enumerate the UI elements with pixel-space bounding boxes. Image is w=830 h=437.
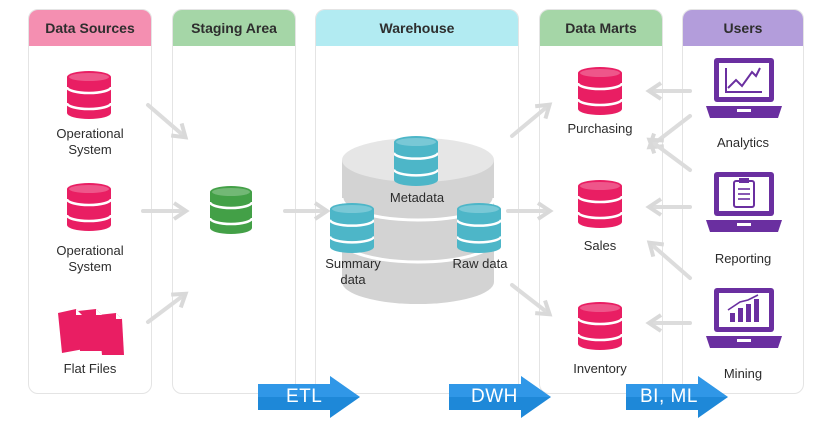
raw-data-label: Raw data <box>452 256 508 271</box>
source-db-2-icon <box>67 183 111 231</box>
laptop-bar-chart-icon <box>706 288 782 348</box>
source-db-1-icon <box>67 71 111 119</box>
bi-ml-banner-label: BI, ML <box>640 386 698 407</box>
etl-banner: ETL <box>258 374 362 420</box>
staging-area-header: Staging Area <box>173 10 295 46</box>
source-operational-system-1-label: Operational System <box>56 126 124 157</box>
mart-sales-label: Sales <box>583 238 617 253</box>
metadata-label: Metadata <box>389 190 445 205</box>
inventory-db-icon <box>578 302 622 350</box>
staging-area-panel: Staging Area <box>172 9 296 394</box>
bi-ml-banner: BI, ML <box>626 374 730 420</box>
user-analytics-label: Analytics <box>716 135 770 150</box>
raw-data-db-icon <box>457 203 501 253</box>
dwh-banner: DWH <box>449 374 553 420</box>
summary-data-label: Summary data <box>325 256 381 287</box>
summary-db-icon <box>330 203 374 253</box>
flat-files-icon <box>58 309 124 355</box>
mart-inventory-label: Inventory <box>573 361 627 376</box>
source-flat-files-label: Flat Files <box>63 361 117 376</box>
etl-banner-label: ETL <box>286 386 323 407</box>
dwh-banner-label: DWH <box>471 386 518 407</box>
laptop-line-chart-icon <box>706 58 782 118</box>
user-reporting-label: Reporting <box>714 251 772 266</box>
laptop-clipboard-icon <box>706 172 782 232</box>
metadata-db-icon <box>394 136 438 186</box>
user-mining-label: Mining <box>723 366 763 381</box>
data-sources-header: Data Sources <box>29 10 151 46</box>
purchasing-db-icon <box>578 67 622 115</box>
sales-db-icon <box>578 180 622 228</box>
staging-db-icon <box>210 186 252 234</box>
mart-purchasing-label: Purchasing <box>567 121 633 136</box>
data-marts-header: Data Marts <box>540 10 662 46</box>
warehouse-header: Warehouse <box>316 10 518 46</box>
users-header: Users <box>683 10 803 46</box>
source-operational-system-2-label: Operational System <box>56 243 124 274</box>
